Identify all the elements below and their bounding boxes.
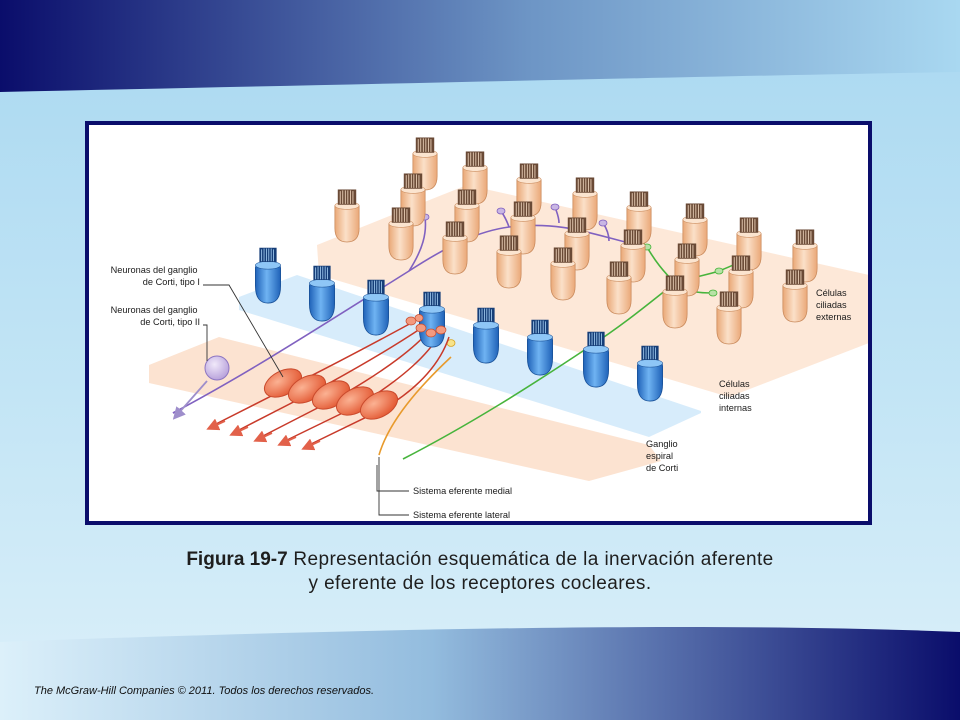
footer-band [0,627,960,720]
type1-axon-arrows [206,418,321,451]
inner-hair-cell-plane [239,275,701,437]
label-type1-neurons: Neuronas del ganglio de Corti, tipo I [111,265,200,287]
figure-frame: Neuronas del ganglio de Corti, tipo I Ne… [85,121,872,525]
cochlear-innervation-diagram: Neuronas del ganglio de Corti, tipo I Ne… [111,125,868,520]
type2-axon-arrow [172,380,208,420]
label-medial-efferent: Sistema eferente medial [413,486,512,496]
label-spiral-ganglion: Ganglio espiral de Corti [646,439,680,473]
type2-neuron-soma [204,355,230,381]
copyright-notice: The McGraw-Hill Companies © 2011. Todos … [34,685,375,697]
label-lateral-efferent: Sistema eferente lateral [413,510,510,520]
type1-neuron-somas [263,368,399,420]
type1-terminals [405,314,447,338]
leader-lines [203,284,409,516]
lateral-efferent-fiber [378,356,452,456]
label-type2-neurons: Neuronas del ganglio de Corti, tipo II [111,305,200,327]
label-outer-hair-cells: Células ciliadas externas [816,288,852,322]
caption-line-2: y eferente de los receptores cocleares. [308,573,652,594]
figure-number: Figura 19-7 [186,549,288,570]
label-inner-hair-cells: Células ciliadas internas [719,379,752,413]
header-band [0,0,960,92]
caption-text-1: Representación esquemática de la inervac… [293,549,774,570]
caption-line-1: Figura 19-7 Representación esquemática d… [100,548,860,572]
figure-caption: Figura 19-7 Representación esquemática d… [100,548,860,596]
